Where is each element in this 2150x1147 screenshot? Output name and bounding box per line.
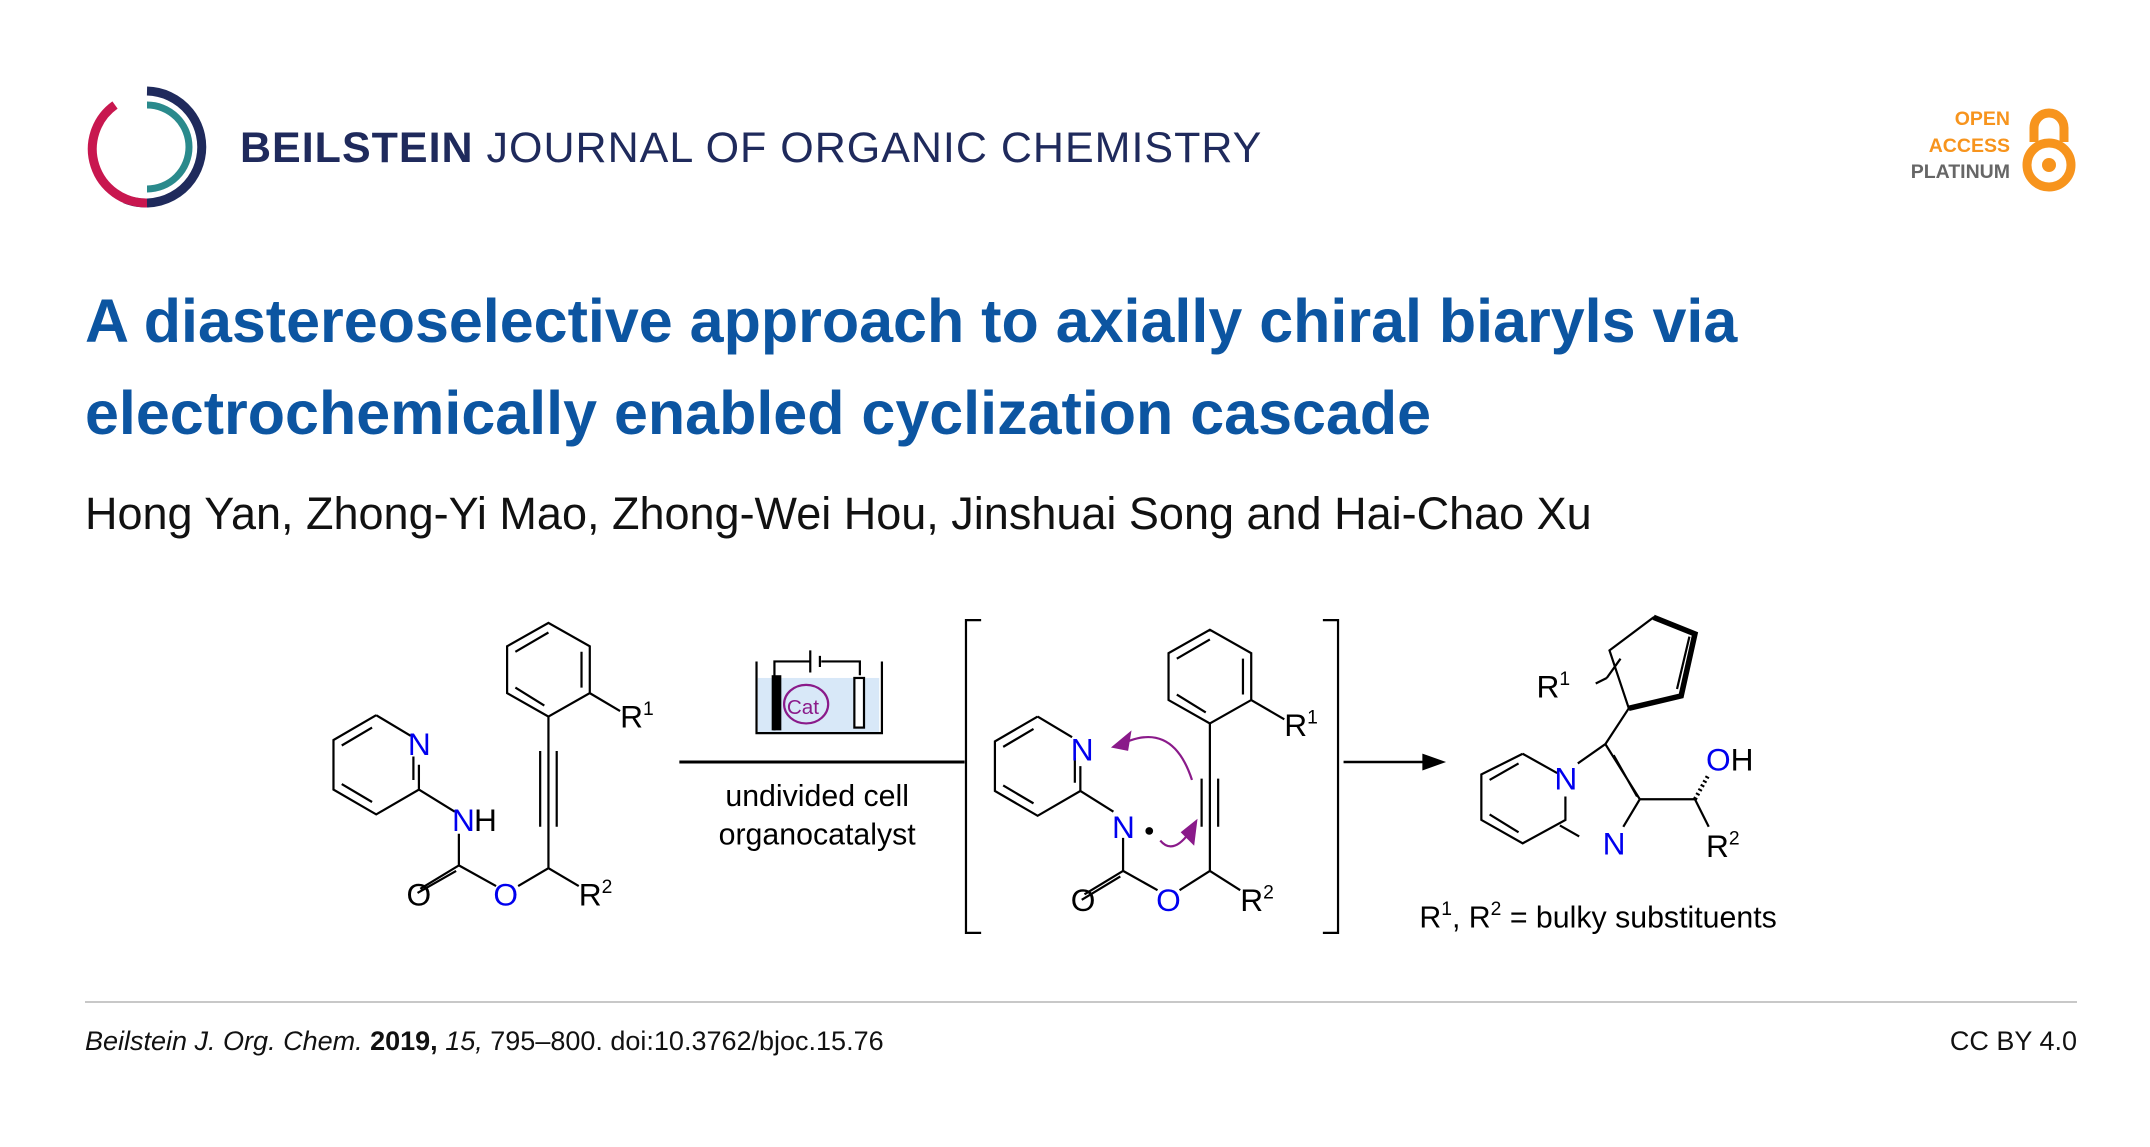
oa-access: ACCESS xyxy=(1928,134,2010,157)
license: CC BY 4.0 xyxy=(1949,1026,2077,1056)
footer-divider xyxy=(85,1001,2077,1003)
citation-volume: 15, xyxy=(445,1026,483,1056)
r2-label: R2 xyxy=(579,876,613,912)
atom-nh: N1 xyxy=(452,802,475,838)
r1-label: R1 xyxy=(620,699,654,735)
atom-o-ester: O xyxy=(1156,882,1181,918)
r1-label: R1 xyxy=(1284,707,1318,743)
starting-material: N N1 H O O R2 R1 xyxy=(332,621,654,912)
condition-cell: undivided cell xyxy=(725,780,909,813)
atom-o-ester: O xyxy=(493,876,518,912)
author-list: Hong Yan, Zhong-Yi Mao, Zhong-Wei Hou, J… xyxy=(85,488,1592,539)
oa-open: OPEN xyxy=(1954,108,2010,130)
atom-n-radical: N xyxy=(1112,809,1135,845)
atom-n-bridge: N xyxy=(1554,761,1577,797)
r2-label: R2 xyxy=(1240,882,1274,918)
journal-name-bold: BEILSTEIN xyxy=(240,124,474,172)
journal-name-rest: JOURNAL OF ORGANIC CHEMISTRY xyxy=(486,124,1263,172)
atom-o-carbonyl: O xyxy=(407,876,432,912)
article-title: A diastereoselective approach to axially… xyxy=(85,287,1738,447)
condition-catalyst: organocatalyst xyxy=(719,819,917,852)
oa-platinum: PLATINUM xyxy=(1910,161,2010,183)
journal-name: BEILSTEIN JOURNAL OF ORGANIC CHEMISTRY xyxy=(240,124,1262,173)
atom-n: N xyxy=(1603,825,1626,861)
cat-label: Cat xyxy=(787,696,819,719)
atom-n: N xyxy=(408,726,431,762)
radical-intermediate: N N O O R2 R1 xyxy=(993,628,1318,918)
open-access-badge: OPEN ACCESS PLATINUM xyxy=(1860,106,2010,186)
oh-label: OOHH xyxy=(1706,741,1754,777)
citation-year: 2019, xyxy=(370,1026,438,1056)
brackets xyxy=(964,618,1340,935)
citation-doi[interactable]: 795–800. doi:10.3762/bjoc.15.76 xyxy=(490,1026,884,1056)
r1-label: R1 xyxy=(1536,668,1570,704)
atom-o-carbonyl: O xyxy=(1071,882,1096,918)
open-lock-icon xyxy=(2022,108,2076,192)
beilstein-logo-icon xyxy=(87,86,207,208)
product: N N OOHH R2 R1 xyxy=(1480,614,1754,864)
atom-h: H xyxy=(474,802,497,838)
citation: Beilstein J. Org. Chem. 2019, 15, 795–80… xyxy=(85,1026,884,1057)
r2-label: R2 xyxy=(1706,828,1740,864)
arrowhead-icon xyxy=(1422,753,1447,771)
electrochemical-cell-icon: Cat xyxy=(755,650,884,735)
substituent-caption: R1, R2 = bulky substituents xyxy=(1419,899,1776,934)
atom-n: N xyxy=(1071,732,1094,768)
citation-journal: Beilstein J. Org. Chem. xyxy=(85,1026,363,1056)
